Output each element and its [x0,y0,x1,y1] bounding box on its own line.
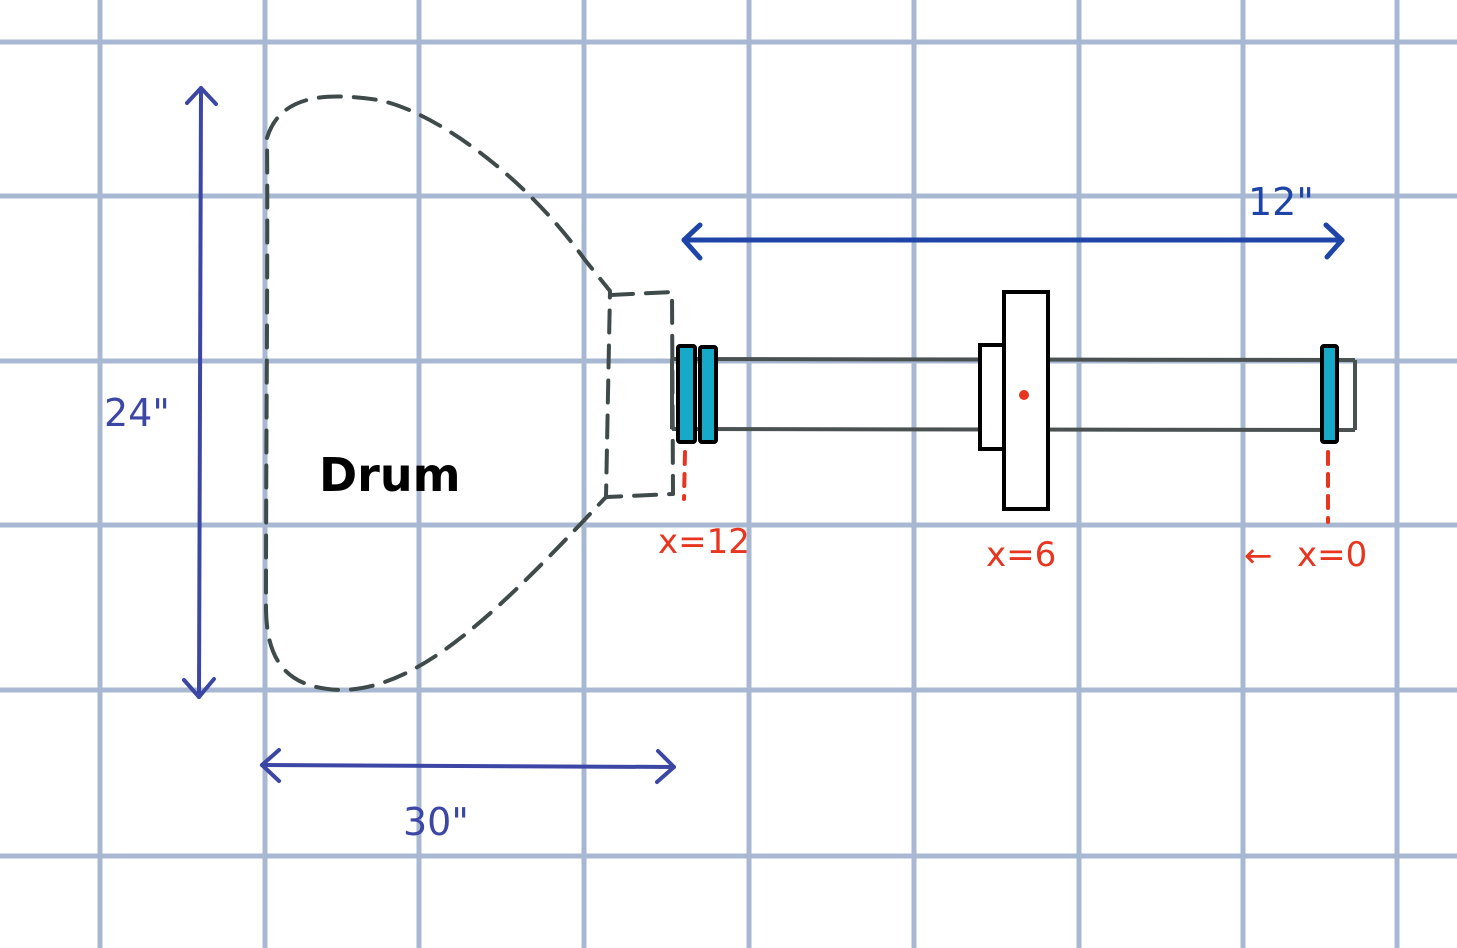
height-arrow-shaft [197,86,203,699]
width-dimension-label: 30" [403,800,469,844]
drum-neck-outline [605,290,675,499]
height-dimension-label: 24" [104,391,170,435]
width-arrow-shaft [260,763,676,769]
drum-dashed-outline [264,94,675,692]
pulley-center-mark [1019,390,1029,400]
width-dimension-arrow [260,748,676,784]
left-bearing-outer [676,344,697,444]
shaft-length-label: 12" [1248,180,1314,224]
position-end-label: x=12 [658,522,750,562]
height-arrow-top-head [185,86,218,106]
left-bearing-inner [698,345,718,444]
height-arrow-bottom-head [182,677,216,699]
drum-label: Drum [319,448,461,502]
start-direction-arrow-icon: ← [1244,536,1273,576]
width-arrow-left-head [260,748,281,783]
shaft-length-left-head [681,222,703,261]
drum-body-outline [264,94,612,692]
position-markers [682,450,1330,524]
bearings [676,344,1339,444]
pulley-disc [1002,290,1050,511]
height-dimension-arrow [182,86,218,699]
shaft-length-right-head [1323,222,1345,260]
shaft-length-arrow [681,222,1345,261]
width-arrow-right-head [655,749,676,784]
position-start-label: x=0 [1297,535,1367,575]
right-bearing [1320,344,1339,444]
position-mid-label: x=6 [986,535,1056,575]
position-end-marker-line [682,450,687,501]
center-pulley [978,290,1050,511]
